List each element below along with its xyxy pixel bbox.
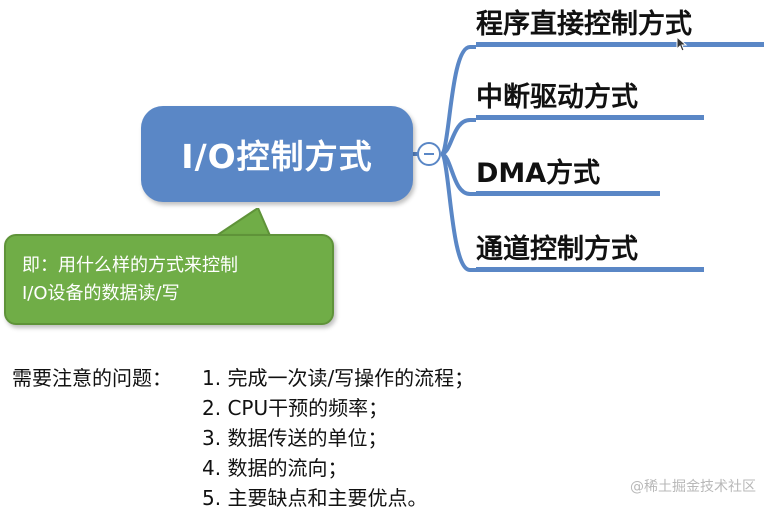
callout-note: 即：用什么样的方式来控制 I/O设备的数据读/写 — [4, 234, 334, 325]
connector-branch-1 — [439, 45, 476, 156]
root-node-label: I/O控制方式 — [181, 137, 373, 176]
branch-node-1[interactable]: 程序直接控制方式 — [476, 0, 764, 47]
branch-node-4[interactable]: 通道控制方式 — [476, 222, 704, 272]
mouse-cursor-icon — [676, 36, 688, 52]
branch-underline — [476, 115, 704, 120]
list-item: 4. 数据的流向； — [202, 456, 348, 480]
branch-node-3[interactable]: DMA方式 — [476, 146, 660, 196]
mindmap-connectors — [413, 45, 476, 272]
branch-underline — [476, 42, 764, 47]
root-node[interactable]: I/O控制方式 — [141, 106, 413, 202]
list-item: 3. 数据传送的单位； — [202, 426, 388, 450]
notes-list: 1. 完成一次读/写操作的流程； 2. CPU干预的频率； 3. 数据传送的单位… — [202, 363, 474, 513]
watermark: @稀土掘金技术社区 — [630, 479, 756, 495]
list-item: 5. 主要缺点和主要优点。 — [202, 486, 428, 510]
branch-node-label: 通道控制方式 — [476, 234, 638, 265]
branch-underline — [476, 191, 660, 196]
branch-node-label: 中断驱动方式 — [476, 82, 638, 113]
list-item: 2. CPU干预的频率； — [202, 396, 389, 420]
branch-underline — [476, 267, 704, 272]
branch-node-2[interactable]: 中断驱动方式 — [476, 70, 704, 120]
branch-node-label: DMA方式 — [476, 158, 601, 189]
minus-circle-icon[interactable] — [417, 142, 441, 166]
callout-line-2: I/O设备的数据读/写 — [22, 283, 180, 304]
notes-title: 需要注意的问题： — [12, 366, 172, 390]
branch-node-label: 程序直接控制方式 — [476, 9, 692, 40]
callout-line-1: 即：用什么样的方式来控制 — [22, 255, 238, 276]
connector-branch-4 — [439, 152, 476, 272]
list-item: 1. 完成一次读/写操作的流程； — [202, 366, 475, 390]
connector-branch-2 — [440, 118, 476, 156]
